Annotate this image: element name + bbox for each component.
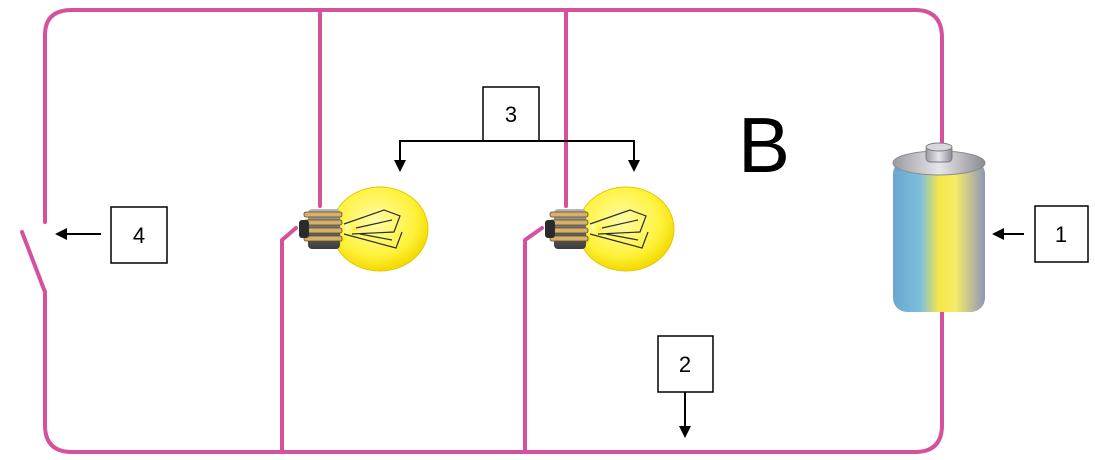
figure-label: B bbox=[738, 101, 790, 189]
callout-box bbox=[482, 86, 540, 142]
arrow-head bbox=[628, 160, 640, 172]
callout-2: 2 bbox=[657, 335, 714, 438]
callout-number: 3 bbox=[505, 102, 517, 127]
light-bulb-icon bbox=[299, 186, 429, 272]
callout-number: 4 bbox=[133, 223, 145, 248]
callout-box bbox=[110, 206, 168, 264]
wire-bulb1-bottom bbox=[280, 226, 298, 454]
wire-top bbox=[43, 8, 944, 224]
callout-box bbox=[657, 335, 714, 393]
callout-number: 2 bbox=[679, 352, 691, 377]
light-bulb-icon bbox=[545, 186, 675, 272]
callout-number: 1 bbox=[1055, 222, 1067, 247]
arrow-head bbox=[679, 426, 691, 438]
callout-3: 3 bbox=[394, 86, 640, 172]
callout-1: 1 bbox=[992, 205, 1089, 263]
open-switch-icon bbox=[20, 230, 47, 294]
arrow-line bbox=[399, 140, 635, 160]
wires bbox=[20, 8, 944, 454]
arrow-head bbox=[394, 160, 406, 172]
wire-bulb2-bottom bbox=[523, 226, 544, 454]
battery-icon bbox=[892, 142, 986, 312]
wire-right-bottom bbox=[43, 290, 944, 454]
arrow-head bbox=[992, 228, 1004, 240]
callout-box bbox=[1034, 205, 1089, 263]
callout-4: 4 bbox=[55, 206, 168, 264]
arrow-head bbox=[55, 228, 67, 240]
